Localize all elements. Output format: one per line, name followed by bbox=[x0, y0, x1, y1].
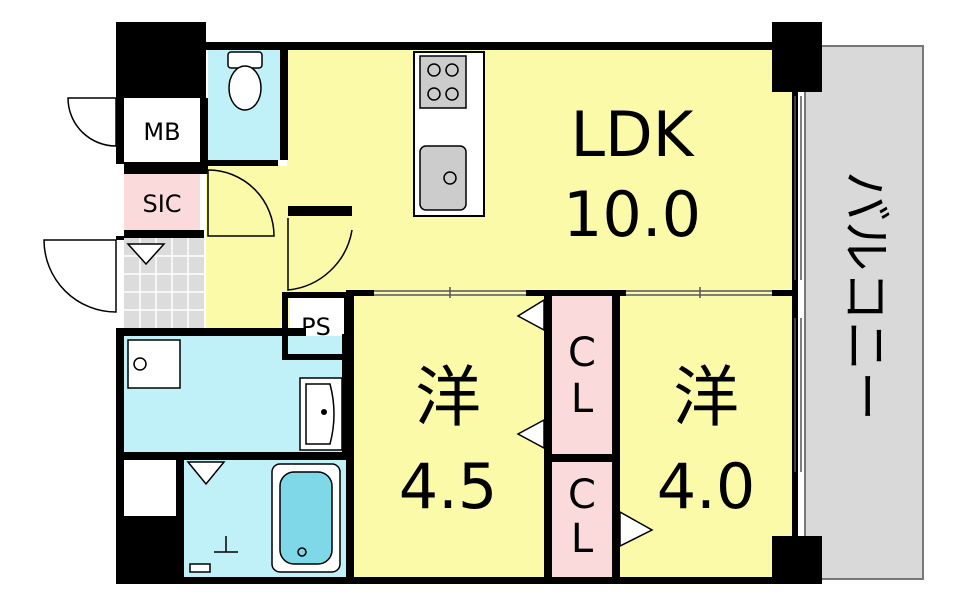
kitchen-counter bbox=[413, 51, 485, 217]
western-room-2-size: 4.0 bbox=[657, 450, 756, 523]
door-swings bbox=[43, 97, 353, 313]
sliding-doors bbox=[374, 96, 802, 472]
toilet-icon bbox=[227, 51, 263, 111]
western-room-1-area bbox=[350, 296, 548, 577]
mb-door bbox=[67, 97, 117, 147]
bathtub-icon bbox=[271, 463, 341, 573]
closet-lower-area bbox=[552, 462, 612, 577]
ldk-size: 10.0 bbox=[563, 178, 701, 251]
stove-icon bbox=[419, 55, 467, 109]
ldk-name: LDK bbox=[571, 98, 695, 171]
ldk-area bbox=[287, 50, 796, 294]
mb-area bbox=[124, 100, 204, 162]
vertical-glyph: L bbox=[571, 516, 594, 562]
ldk-door bbox=[287, 218, 353, 291]
mb-label: MB bbox=[143, 118, 180, 146]
kitchen-sink-icon bbox=[419, 145, 467, 211]
balcony-glyph: コ bbox=[837, 271, 895, 321]
sic-area bbox=[124, 174, 200, 234]
vertical-glyph: L bbox=[571, 376, 594, 422]
pillar-top-right bbox=[772, 22, 822, 92]
entrance-door bbox=[43, 239, 117, 313]
pillar-top-left bbox=[116, 22, 206, 98]
ps-label: PS bbox=[301, 313, 331, 341]
closet-door-marks bbox=[126, 243, 654, 548]
walls bbox=[116, 22, 822, 584]
toilet-door bbox=[207, 169, 275, 237]
western-room-1-size: 4.5 bbox=[399, 450, 498, 523]
balcony-glyph: ー bbox=[837, 371, 895, 421]
shower-faucet-icon bbox=[189, 536, 238, 573]
western-room-1-name: 洋 bbox=[415, 359, 481, 436]
balcony-area bbox=[804, 45, 924, 580]
pillar-bottom-left bbox=[116, 516, 184, 584]
balcony-glyph: バ bbox=[837, 171, 895, 221]
balcony-glyph: ニ bbox=[837, 321, 895, 371]
washing-machine-pan-icon bbox=[127, 339, 181, 389]
balcony-glyph: ル bbox=[837, 221, 895, 271]
vertical-glyph: C bbox=[568, 330, 596, 376]
western-room-2-name: 洋 bbox=[673, 359, 739, 436]
room-fills bbox=[124, 45, 924, 580]
pillar-bottom-right bbox=[772, 536, 822, 584]
washbasin-icon bbox=[299, 377, 343, 451]
vertical-glyph: C bbox=[568, 472, 596, 518]
closet-upper-area bbox=[552, 296, 612, 454]
sic-label: SIC bbox=[142, 190, 181, 218]
